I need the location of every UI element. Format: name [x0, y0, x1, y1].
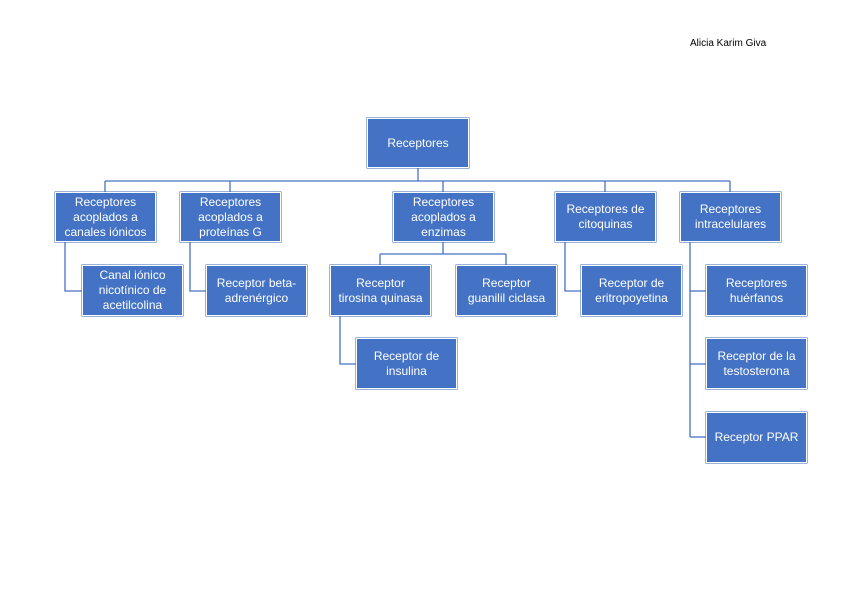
- child-erythropoietin-receptor: Receptor de eritropoyetina: [581, 265, 682, 316]
- child-ppar-receptor: Receptor PPAR: [706, 412, 807, 463]
- category-ion-channel: Receptores acoplados a canales iónicos: [55, 192, 156, 242]
- category-enzyme: Receptores acoplados a enzimas: [393, 192, 494, 242]
- root-node: Receptores: [367, 118, 469, 168]
- child-testosterone-receptor: Receptor de la testosterona: [706, 338, 807, 389]
- child-orphan-receptors: Receptores huérfanos: [706, 265, 807, 316]
- child-tyrosine-kinase-receptor: Receptor tirosina quinasa: [330, 265, 431, 316]
- category-cytokine: Receptores de citoquinas: [555, 192, 656, 242]
- category-g-protein: Receptores acoplados a proteínas G: [180, 192, 281, 242]
- connector-cat4-child: [564, 242, 581, 292]
- child-guanylyl-cyclase-receptor: Receptor guanilil ciclasa: [456, 265, 557, 316]
- connector-grandchild: [339, 316, 356, 365]
- child-beta-adrenergic-receptor: Receptor beta- adrenérgico: [206, 265, 307, 316]
- category-intracellular: Receptores intracelulares: [680, 192, 781, 242]
- connector-cat1-child: [64, 242, 82, 292]
- author-name: Alicia Karim Giva: [690, 38, 767, 49]
- grandchild-insulin-receptor: Receptor de insulina: [356, 338, 457, 389]
- connector-cat2-child: [189, 242, 206, 292]
- child-nicotinic-receptor: Canal iónico nicotínico de acetilcolina: [82, 265, 183, 316]
